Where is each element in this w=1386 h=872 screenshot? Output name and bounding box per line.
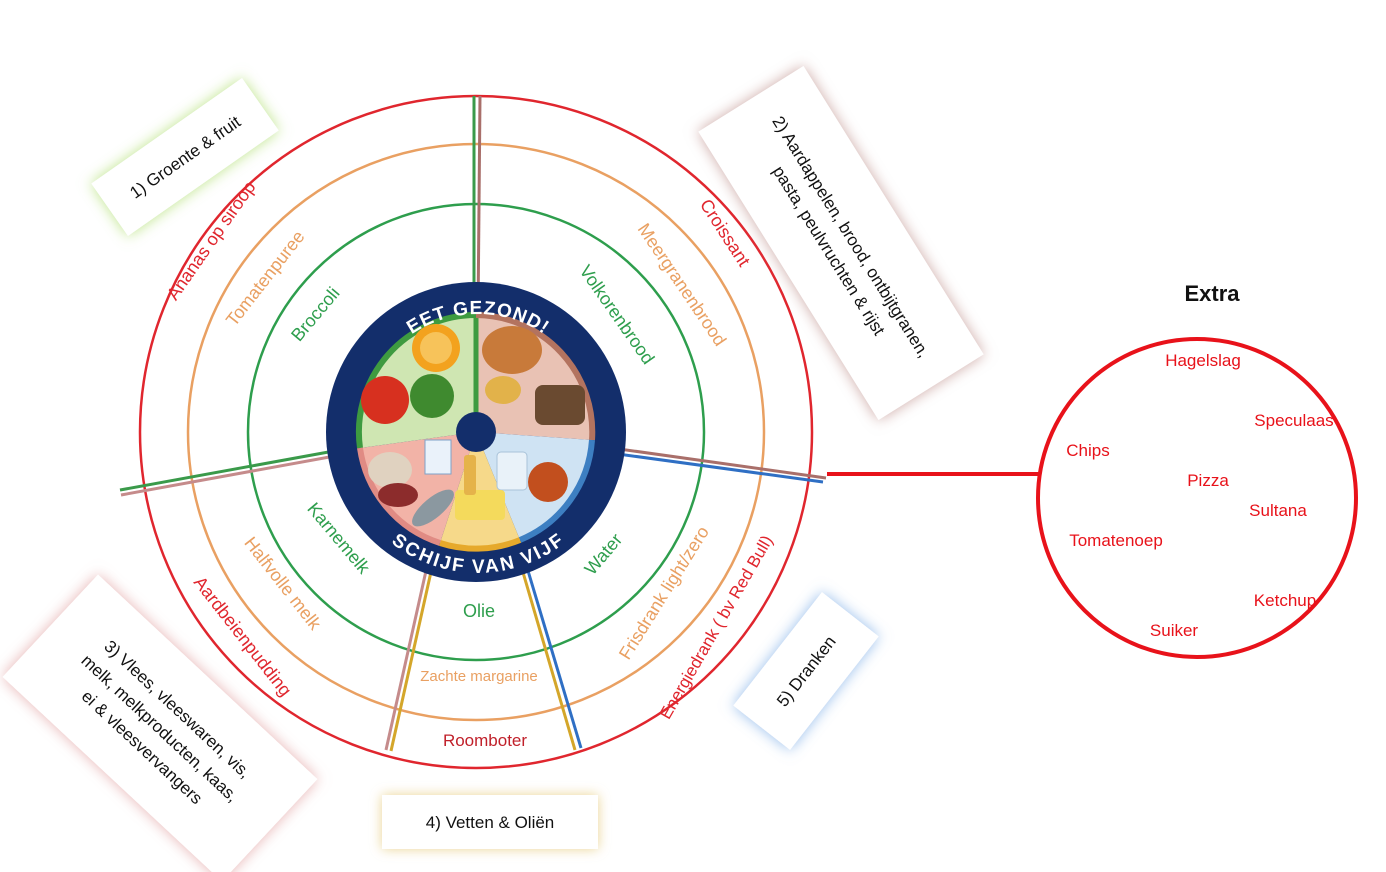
svg-text:4) Vetten & Oliën: 4) Vetten & Oliën [426,813,555,832]
category-box-groente-fruit: 1) Groente & fruit [91,78,279,236]
category-box-vetten-olien: 4) Vetten & Oliën [382,795,598,849]
schijf-van-vijf-plate: EET GEZOND! SCHIJF VAN VIJF [326,282,626,582]
label-meergranenbrood: Meergranenbrood [634,220,731,350]
category-box-aardappelen-brood: 2) Aardappelen, brood, ontbijtgranen, pa… [698,65,984,421]
extra-circle [1036,337,1358,659]
label-roomboter: Roomboter [443,731,527,750]
label-zachte-margarine: Zachte margarine [420,668,538,685]
label-water: Water [581,530,627,579]
extra-item-pizza: Pizza [1187,471,1229,490]
sector-dividers [119,95,827,752]
extra-item-hagelslag: Hagelslag [1165,351,1241,370]
inner-ring [246,202,706,662]
extra-item-sultana: Sultana [1249,501,1307,520]
label-olie: Olie [463,601,495,621]
extra-item-speculaas: Speculaas [1254,411,1333,430]
category-box-dranken: 5) Dranken [733,592,879,750]
extra-item-suiker: Suiker [1150,621,1199,640]
label-halfvolle-melk: Halfvolle melk [240,533,325,634]
extra-item-ketchup: Ketchup [1254,591,1316,610]
extra-item-tomatenoep: Tomatenoep [1069,531,1163,550]
extra-item-chips: Chips [1066,441,1109,460]
extra-title: Extra [1184,281,1240,306]
category-box-vlees-zuivel: 3) Vlees, vleeswaren, vis, melk, melkpro… [2,574,318,872]
label-tomatenpuree: Tomatenpuree [222,227,309,330]
outer-ring [138,94,814,770]
middle-ring [186,142,766,722]
